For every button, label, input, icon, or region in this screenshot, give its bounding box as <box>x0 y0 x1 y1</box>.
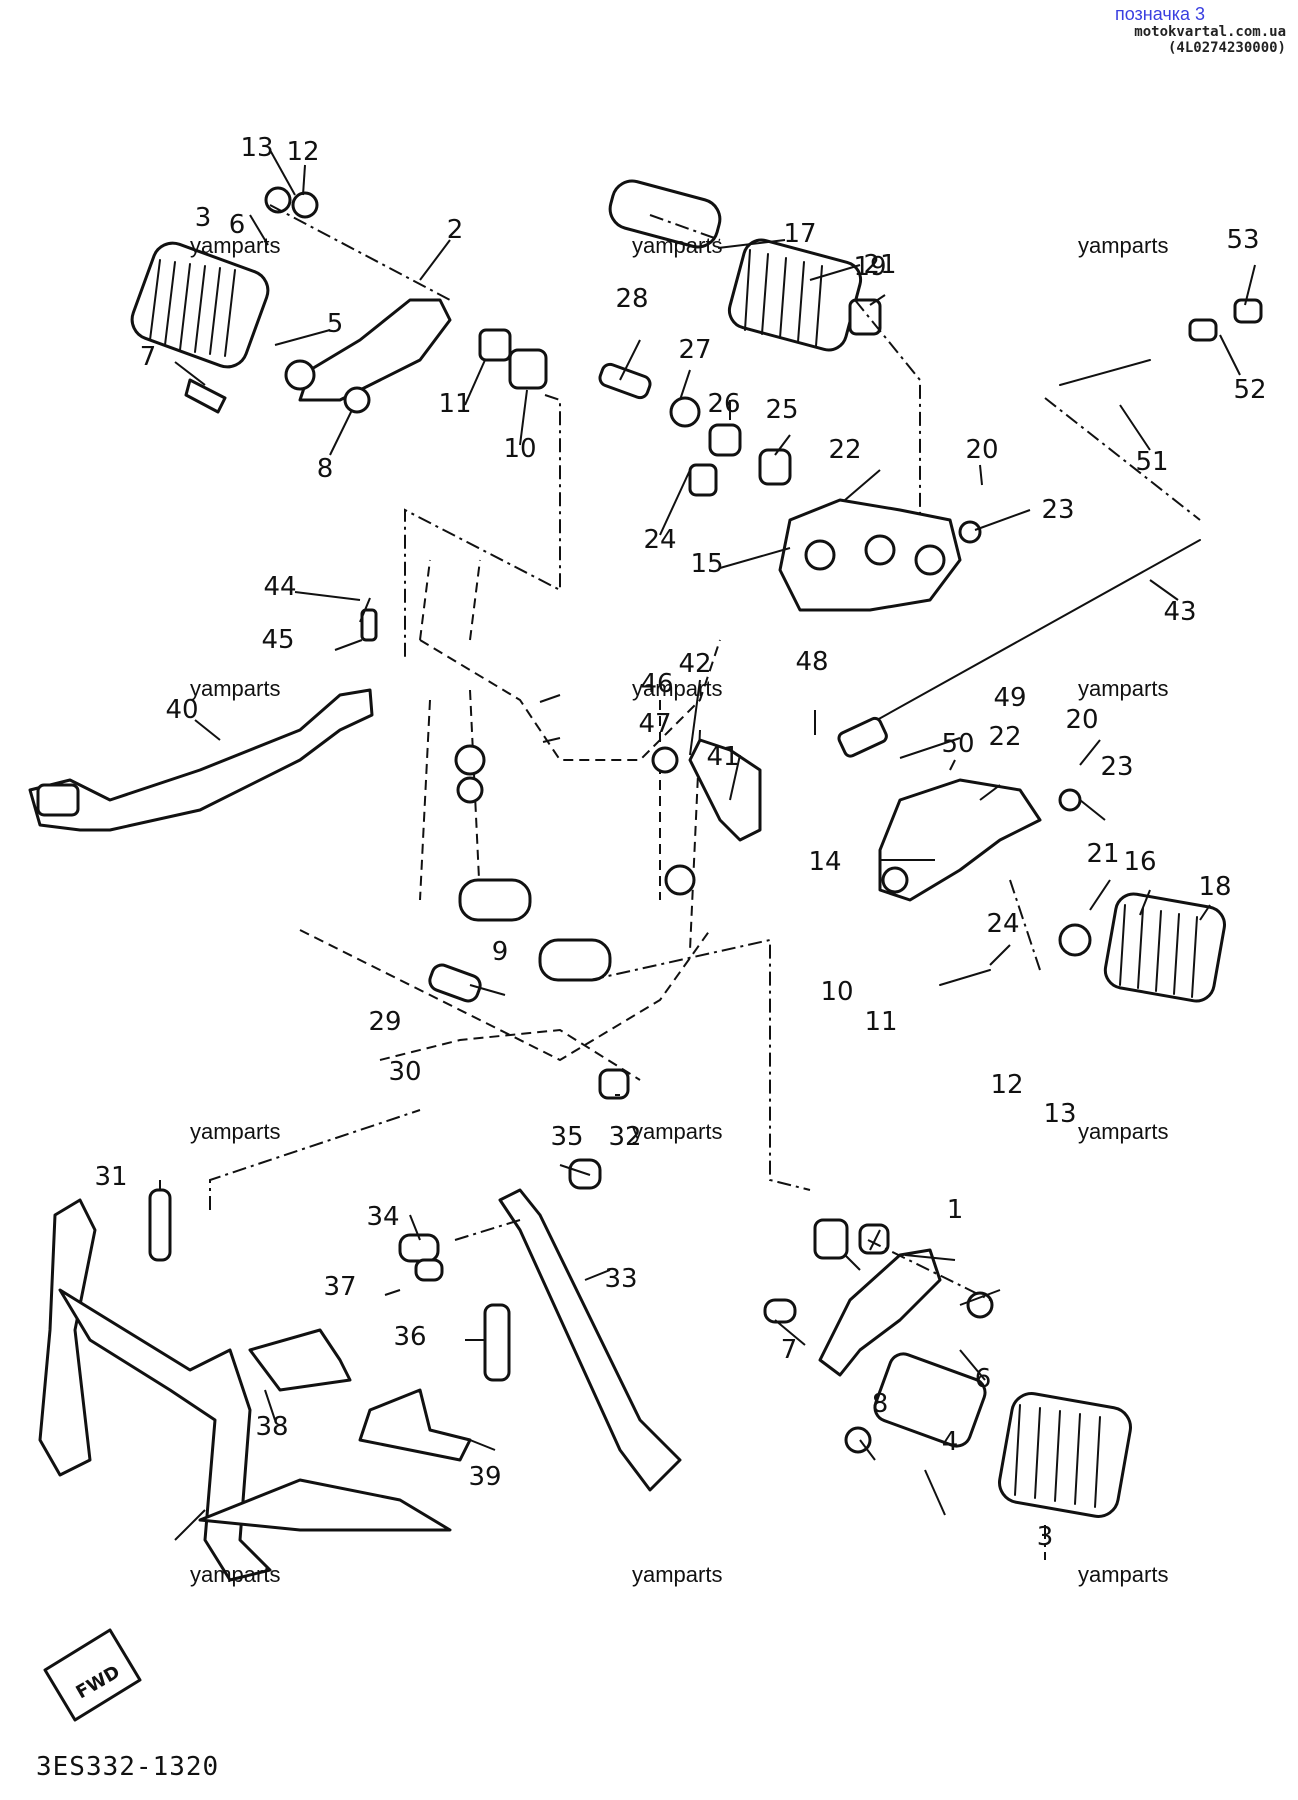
part-callout-8: 8 <box>317 454 334 484</box>
part-callout-38: 38 <box>255 1412 288 1442</box>
part-callout-7: 7 <box>781 1335 798 1365</box>
part-callout-5: 5 <box>327 309 344 339</box>
watermark-text: yamparts <box>1078 1562 1168 1587</box>
part-callout-6: 6 <box>975 1364 992 1394</box>
part-callout-41: 41 <box>706 742 739 772</box>
front-left-footrest-assembly <box>763 1218 1132 1518</box>
watermark-text: yamparts <box>1078 233 1168 258</box>
part-callout-51: 51 <box>1135 447 1168 477</box>
assembly-lines <box>209 204 1201 1560</box>
part-callout-34: 34 <box>366 1202 399 1232</box>
part-callout-21: 21 <box>1086 839 1119 869</box>
diagram-title[interactable]: позначка 3 <box>1114 4 1206 24</box>
frame-sketch <box>299 559 721 1081</box>
part-callout-22: 22 <box>988 722 1021 752</box>
diagram-subtitle: motokvartal.com.ua (4L0274230000) <box>1134 24 1286 56</box>
part-callout-44: 44 <box>263 572 296 602</box>
callout-labels: 1233456677889101011111212131314151617181… <box>94 133 1266 1552</box>
part-callout-26: 26 <box>707 389 740 419</box>
part-callout-46: 46 <box>640 669 673 699</box>
part-callout-18: 18 <box>1198 872 1231 902</box>
part-callout-9: 9 <box>492 937 509 967</box>
watermark-text: yamparts <box>190 676 280 701</box>
watermarks: yamparts yamparts yamparts yamparts yamparts… <box>190 233 1168 1587</box>
watermark-text: yamparts <box>632 676 722 701</box>
watermark-text: yamparts <box>632 233 722 258</box>
part-callout-20: 20 <box>965 435 998 465</box>
part-callout-32: 32 <box>608 1122 641 1152</box>
part-callout-25: 25 <box>765 395 798 425</box>
part-callout-43: 43 <box>1163 597 1196 627</box>
part-callout-31: 31 <box>94 1162 127 1192</box>
part-callout-48: 48 <box>795 647 828 677</box>
part-callout-47: 47 <box>638 709 671 739</box>
part-callout-23: 23 <box>1041 495 1074 525</box>
part-callout-12: 12 <box>990 1070 1023 1100</box>
part-callout-33: 33 <box>604 1264 637 1294</box>
part-callout-22: 22 <box>828 435 861 465</box>
part-callout-16: 16 <box>1123 847 1156 877</box>
part-callout-20: 20 <box>1065 705 1098 735</box>
part-callout-12: 12 <box>286 137 319 167</box>
part-callout-1: 1 <box>947 1195 964 1225</box>
front-direction-marker: FWD <box>43 1628 142 1722</box>
part-callout-52: 52 <box>1233 375 1266 405</box>
part-callout-15: 15 <box>690 549 723 579</box>
part-callout-2: 2 <box>447 215 464 245</box>
callout-leaders <box>159 149 1256 1541</box>
stands-assembly <box>38 963 682 1582</box>
part-callout-50: 50 <box>941 729 974 759</box>
part-callout-13: 13 <box>240 133 273 163</box>
left-rear-footrest-assembly <box>130 186 548 414</box>
part-callout-10: 10 <box>820 977 853 1007</box>
part-callout-11: 11 <box>438 389 471 419</box>
watermark-text: yamparts <box>632 1119 722 1144</box>
part-callout-14: 14 <box>808 847 841 877</box>
part-callout-42: 42 <box>678 649 711 679</box>
part-callout-19: 19 <box>853 252 886 282</box>
part-callout-37: 37 <box>323 1272 356 1302</box>
part-callout-17: 17 <box>783 219 816 249</box>
part-callout-30: 30 <box>388 1057 421 1087</box>
part-callout-28: 28 <box>615 284 648 314</box>
diagram-code: 3ES332-1320 <box>36 1752 220 1782</box>
part-callout-27: 27 <box>678 335 711 365</box>
front-right-footrest-assembly <box>878 778 1226 1003</box>
part-callout-11: 11 <box>864 1007 897 1037</box>
part-callout-13: 13 <box>1043 1099 1076 1129</box>
part-callout-7: 7 <box>140 342 157 372</box>
part-callout-29: 29 <box>368 1007 401 1037</box>
watermark-text: yamparts <box>1078 1119 1168 1144</box>
part-callout-10: 10 <box>503 434 536 464</box>
part-callout-24: 24 <box>986 909 1019 939</box>
part-callout-8: 8 <box>872 1389 889 1419</box>
part-callout-45: 45 <box>261 625 294 655</box>
part-callout-23: 23 <box>1100 752 1133 782</box>
part-callout-35: 35 <box>550 1122 583 1152</box>
watermark-text: yamparts <box>632 1562 722 1587</box>
right-rear-footrest-assembly <box>598 179 1263 612</box>
watermark-text: yamparts <box>190 233 280 258</box>
part-callout-40: 40 <box>165 695 198 725</box>
watermark-text: yamparts <box>190 1562 280 1587</box>
brake-pedal-assembly <box>28 539 1201 842</box>
watermark-text: yamparts <box>1078 676 1168 701</box>
part-callout-3: 3 <box>195 203 212 233</box>
part-callout-53: 53 <box>1226 225 1259 255</box>
part-callout-36: 36 <box>393 1322 426 1352</box>
part-callout-49: 49 <box>993 683 1026 713</box>
watermark-text: yamparts <box>190 1119 280 1144</box>
part-callout-21: 21 <box>863 250 896 280</box>
part-callout-3: 3 <box>1037 1522 1054 1552</box>
part-callout-4: 4 <box>942 1427 959 1457</box>
part-callout-6: 6 <box>229 210 246 240</box>
part-callout-39: 39 <box>468 1462 501 1492</box>
part-callout-24: 24 <box>643 525 676 555</box>
